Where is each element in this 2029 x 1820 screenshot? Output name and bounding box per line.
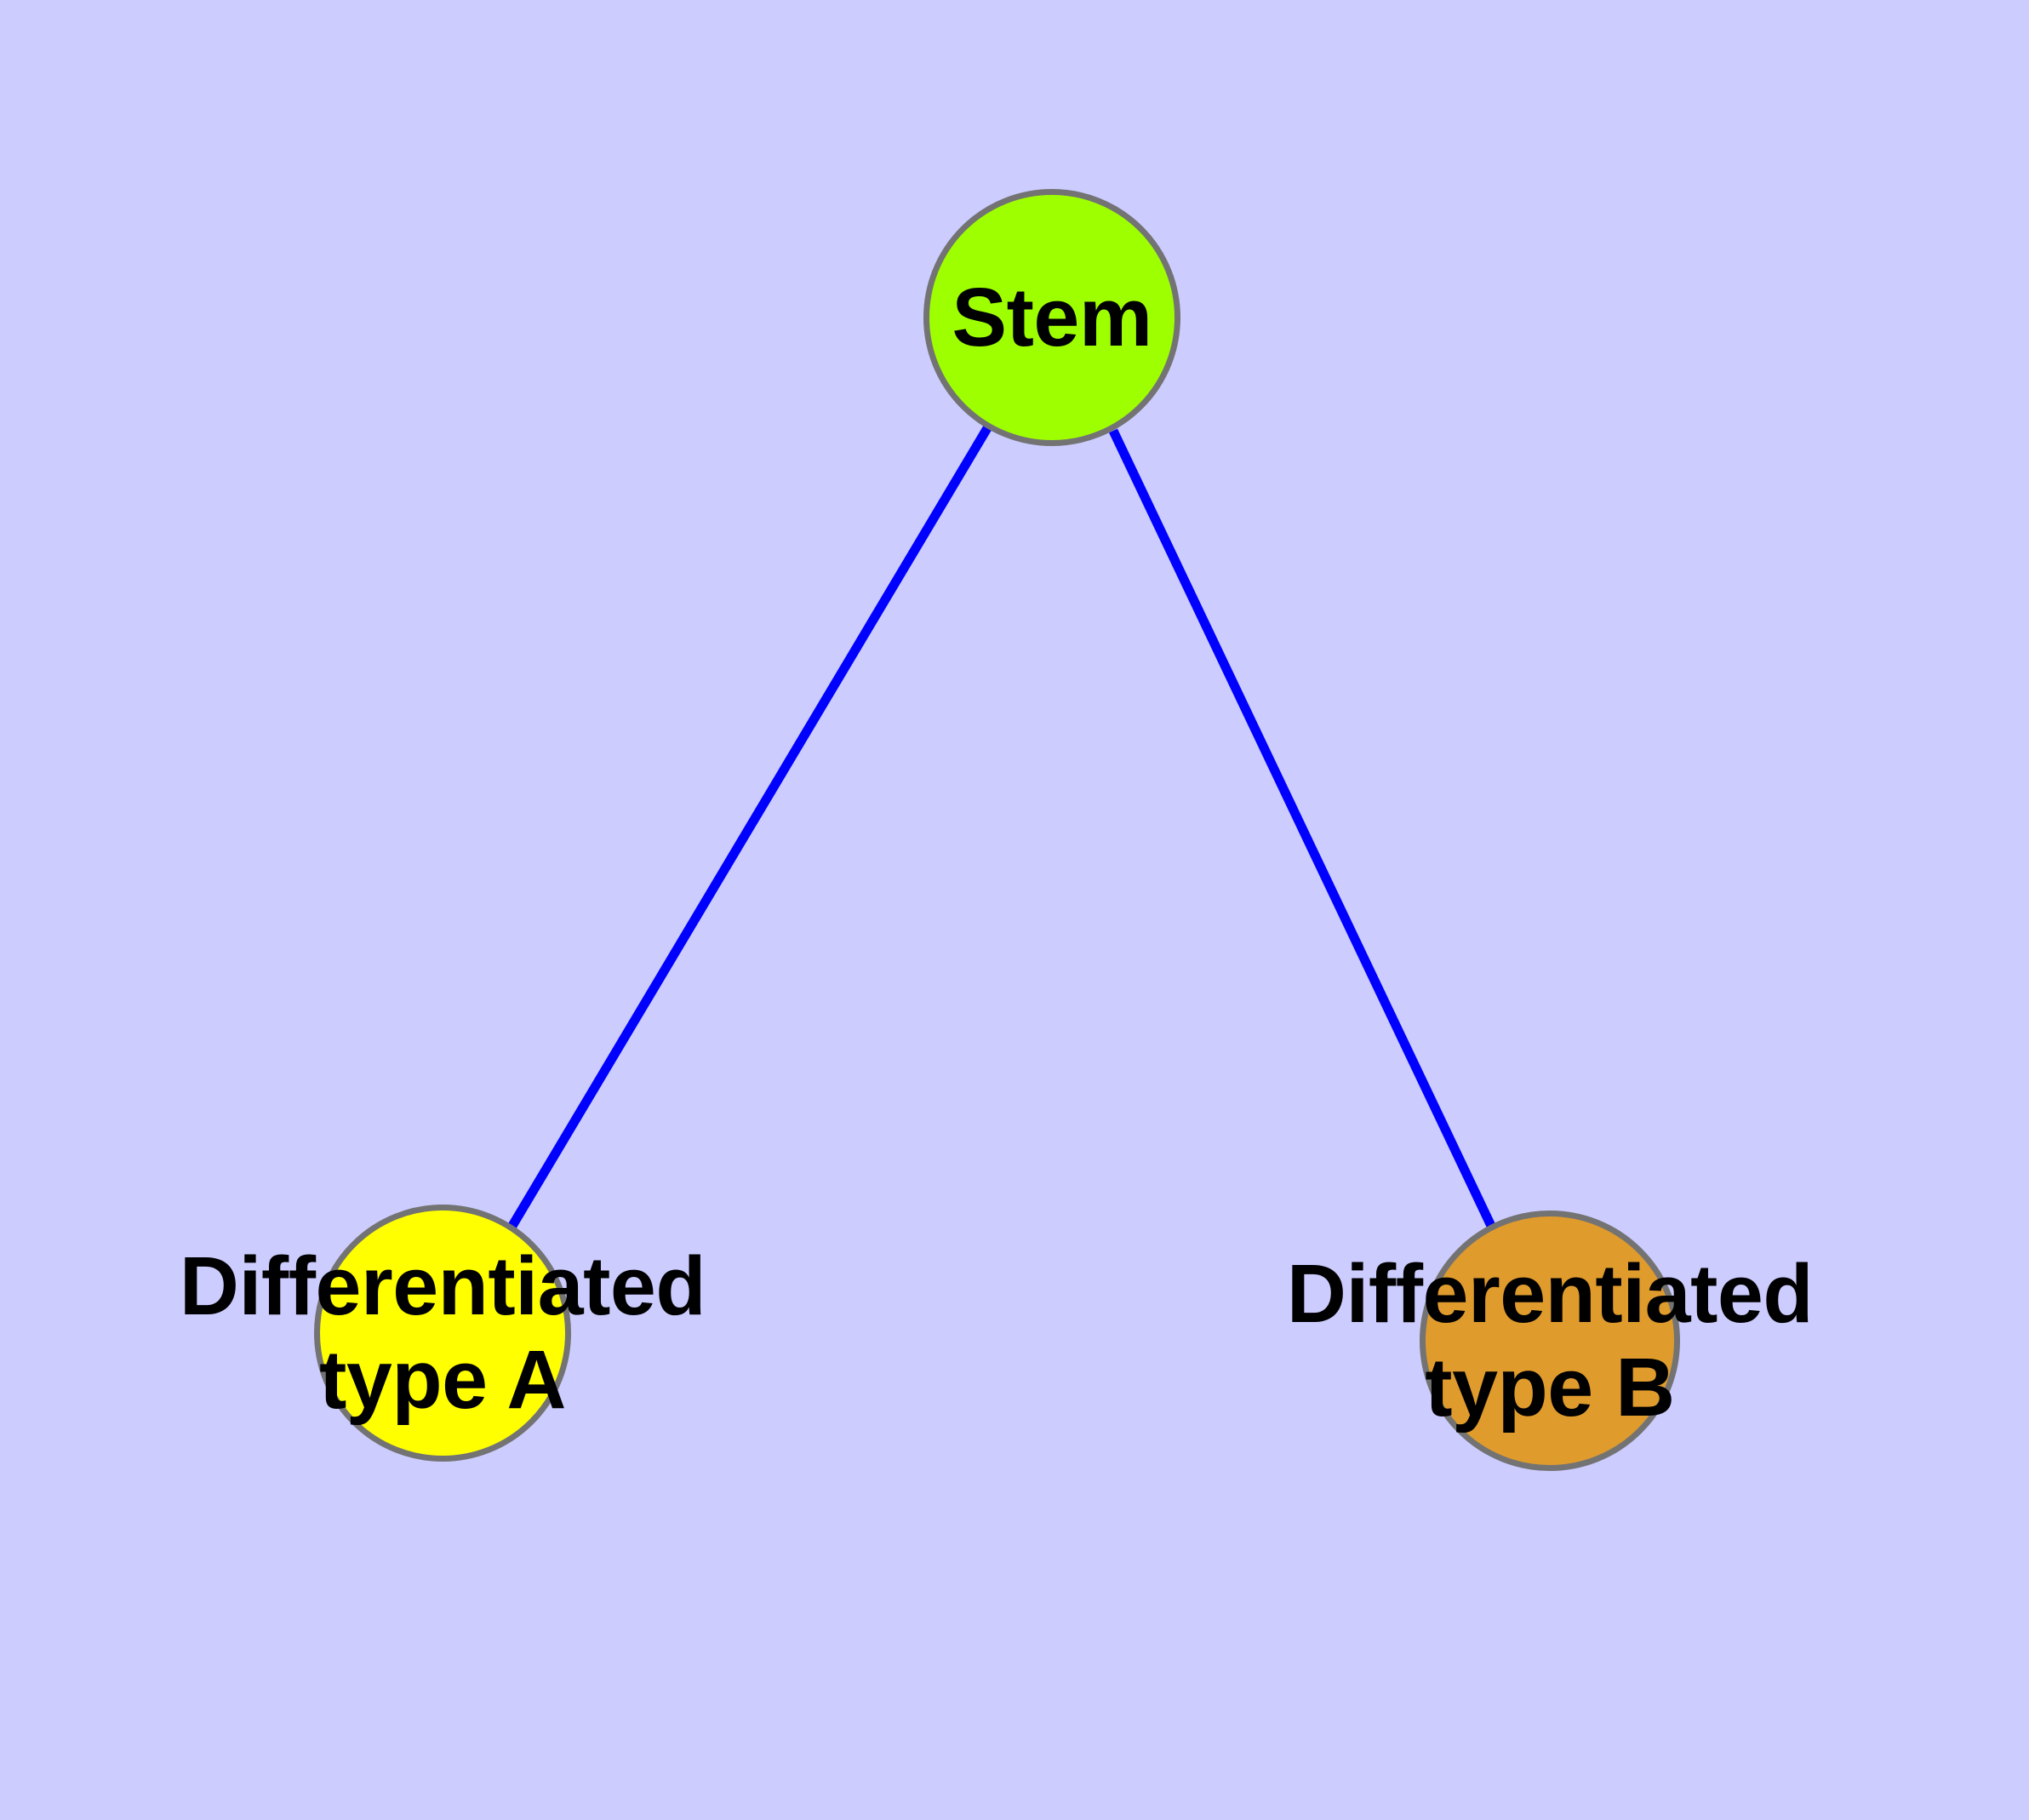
node-differentiated-type-b-label-line-2: type B	[1425, 1341, 1675, 1434]
node-differentiated-type-a[interactable]: Differentiated type A	[180, 1205, 706, 1462]
edge-stem-to-differentiated-type-b[interactable]	[1109, 428, 1495, 1228]
node-differentiated-type-b-label-line-1: Differentiated	[1286, 1247, 1814, 1340]
node-differentiated-type-b[interactable]: Differentiated type B	[1287, 1210, 1814, 1471]
node-differentiated-type-a-label: Differentiated type A	[180, 1239, 706, 1427]
node-stem-label: Stem	[952, 271, 1152, 364]
node-differentiated-type-a-label-line-1: Differentiated	[179, 1239, 706, 1332]
node-stem-label-line-1: Stem	[952, 271, 1152, 363]
edge-stem-to-differentiated-type-a[interactable]	[508, 426, 992, 1228]
node-differentiated-type-a-label-line-2: type A	[319, 1333, 566, 1426]
node-stem[interactable]: Stem	[923, 189, 1180, 446]
node-differentiated-type-b-label: Differentiated type B	[1286, 1247, 1814, 1434]
